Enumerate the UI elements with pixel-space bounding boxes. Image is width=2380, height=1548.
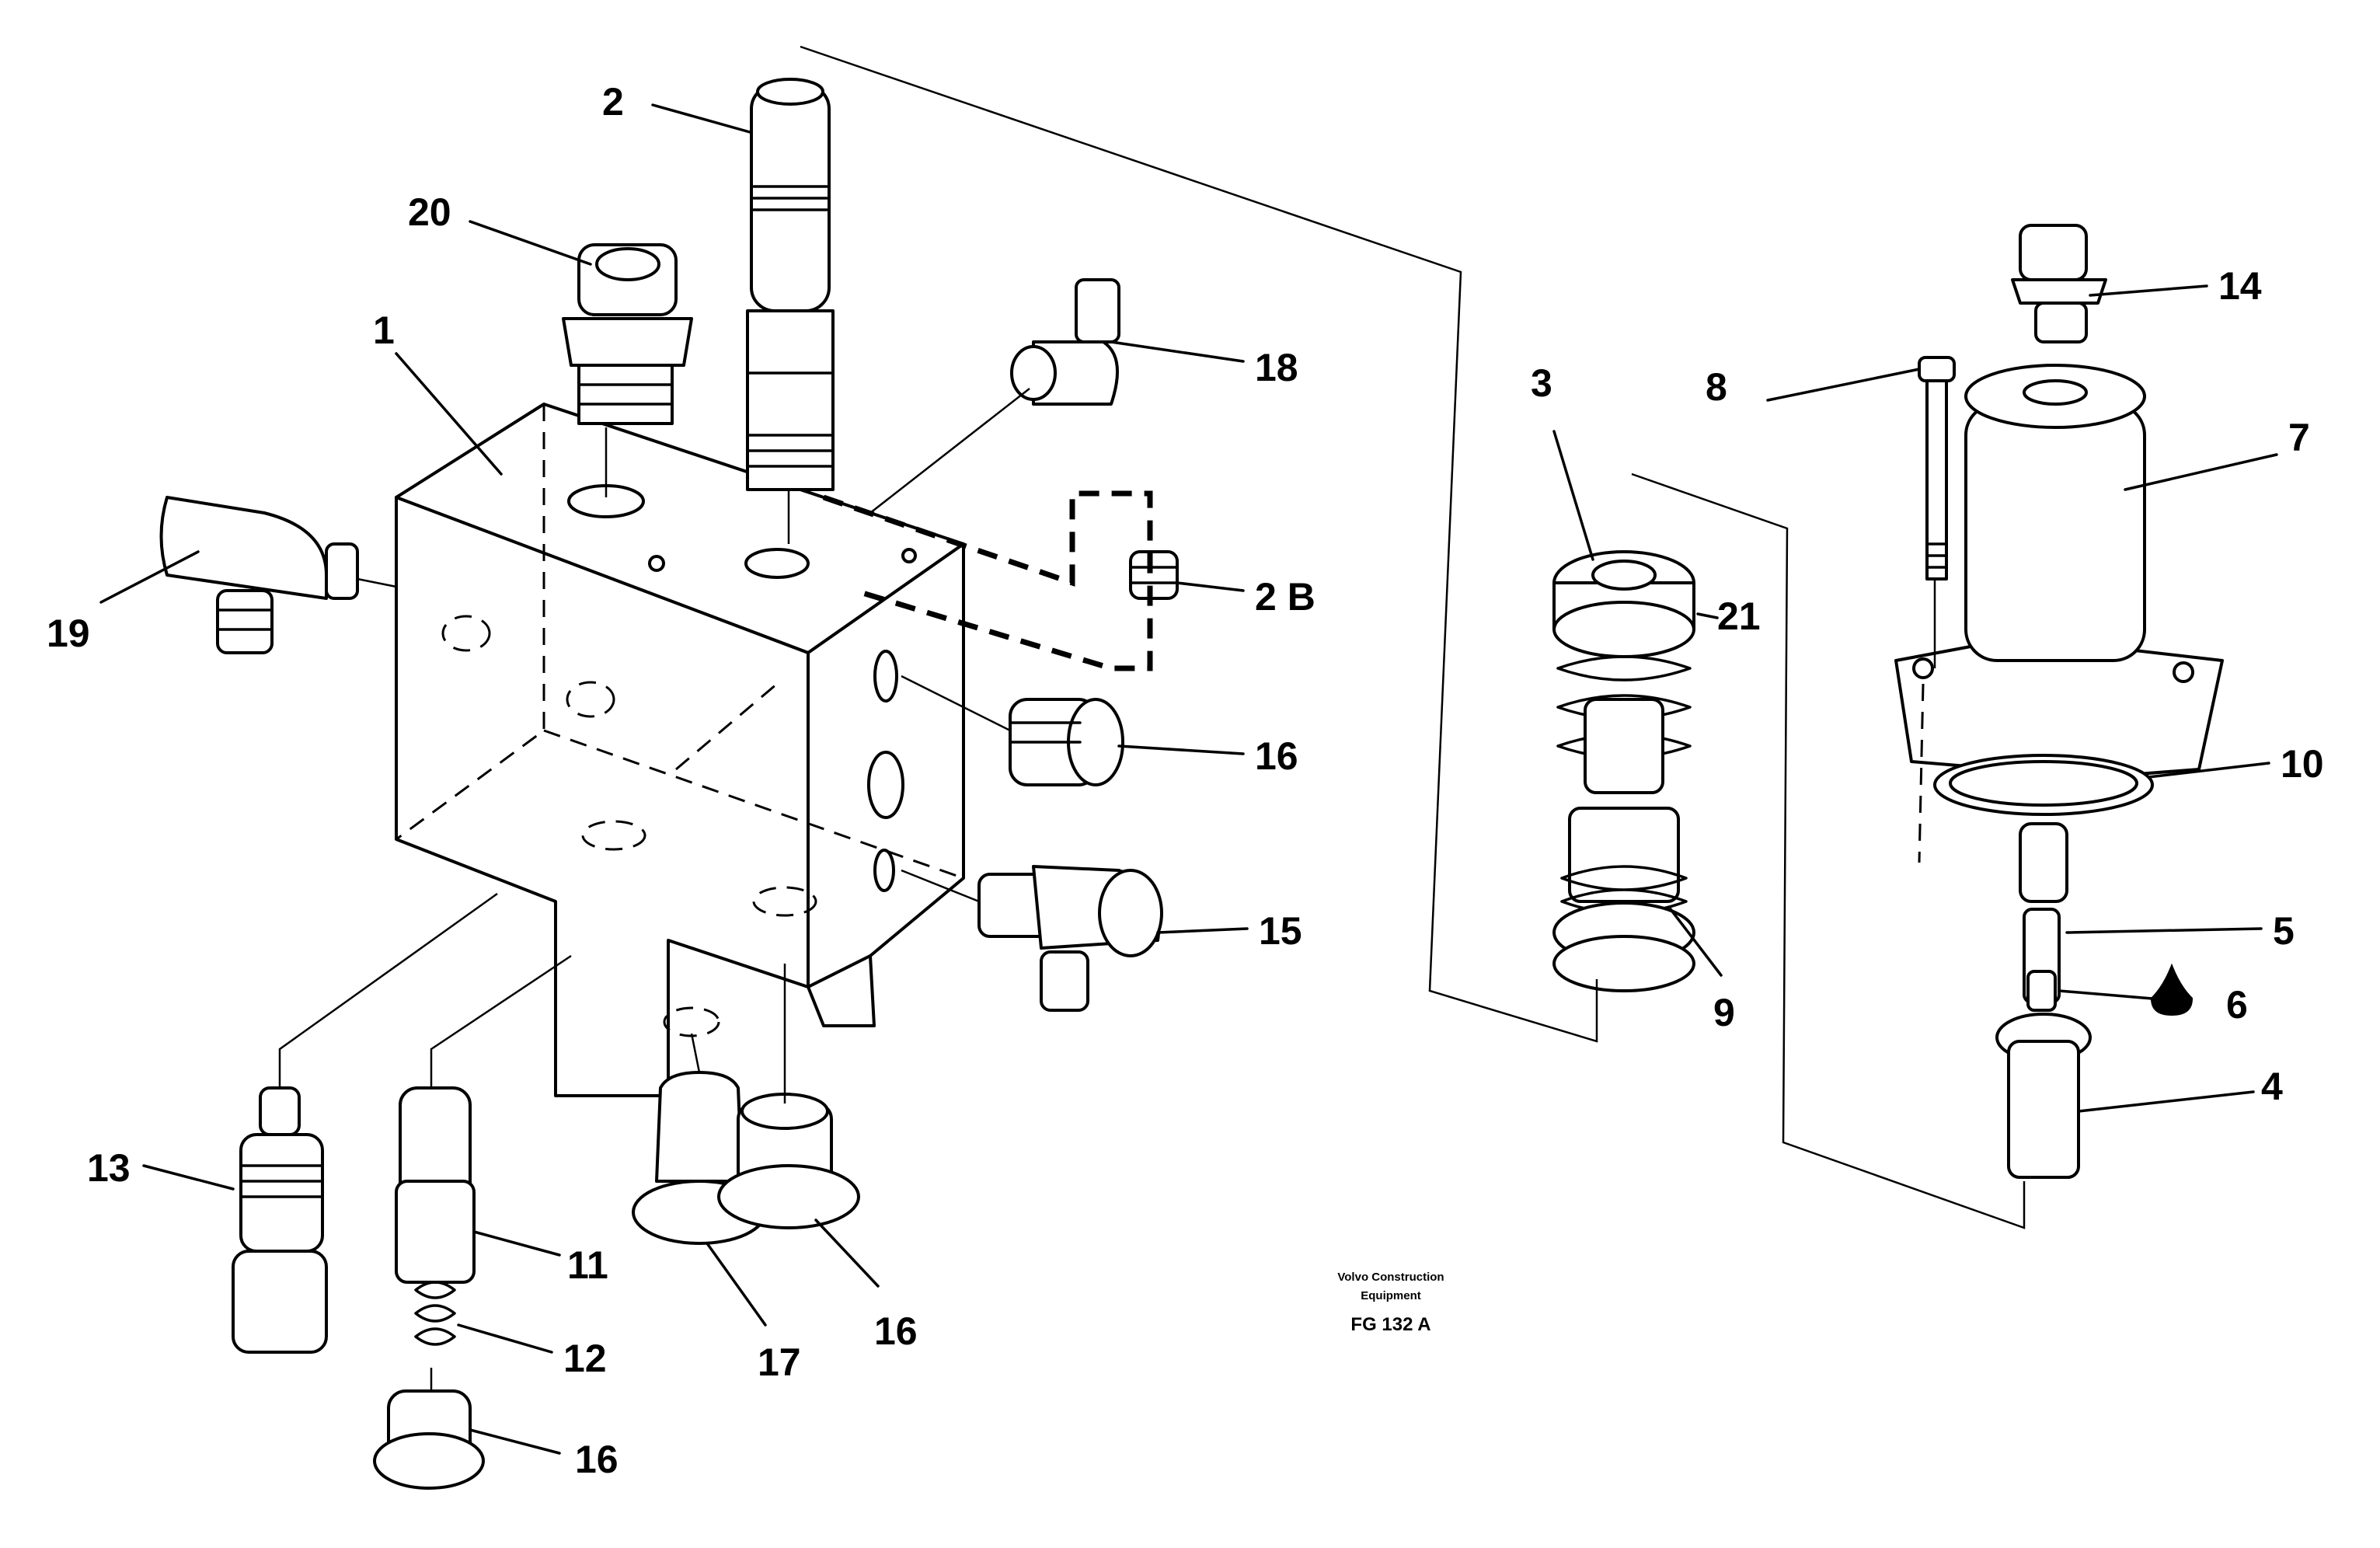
plug-part-14	[2011, 224, 2107, 343]
label-13: 13	[87, 1146, 131, 1190]
cartridge-part-2	[746, 78, 835, 491]
label-6: 6	[2226, 983, 2248, 1027]
cartridge-part-13	[232, 1086, 328, 1354]
spring-part-9	[1552, 865, 1695, 992]
pin-part-6	[2026, 970, 2057, 1012]
label-12: 12	[563, 1337, 607, 1380]
label-2b: 2 B	[1255, 575, 1315, 619]
housing-part-7	[1894, 364, 2224, 779]
label-10: 10	[2281, 742, 2324, 786]
plug-part-16-bottom-center	[717, 1093, 860, 1229]
label-16-right: 16	[1255, 734, 1298, 778]
label-18: 18	[1255, 346, 1298, 389]
sleeve-part-4	[1995, 1013, 2092, 1179]
label-17: 17	[758, 1341, 801, 1384]
plug-part-2b	[1129, 550, 1179, 600]
valve-block-part-1	[395, 403, 965, 1097]
label-16-bottom-left: 16	[575, 1438, 619, 1481]
elbow-fitting-part-19	[159, 496, 359, 654]
label-1: 1	[373, 309, 395, 352]
elbow-fitting-part-15	[977, 865, 1163, 1012]
label-16-bottom-center: 16	[874, 1309, 918, 1353]
oring-part-10	[1933, 754, 2154, 816]
label-20: 20	[408, 190, 451, 234]
plug-part-16-bottom-left	[373, 1389, 485, 1490]
connection-lines	[278, 45, 2026, 1391]
fitting-part-20	[562, 243, 693, 425]
label-2: 2	[602, 80, 624, 124]
cartridge-part-11	[395, 1086, 476, 1284]
spring-part-12	[414, 1281, 456, 1346]
label-11: 11	[567, 1243, 608, 1287]
spool-assembly-part-3	[1552, 550, 1695, 658]
figure-code: FG 132 A	[1350, 1314, 1430, 1335]
label-21: 21	[1717, 594, 1761, 638]
oil-drop-icon	[2150, 963, 2194, 1016]
label-7: 7	[2288, 416, 2310, 459]
label-15: 15	[1259, 909, 1302, 953]
bolt-part-8	[1918, 356, 1956, 580]
label-14: 14	[2218, 264, 2262, 308]
label-4: 4	[2261, 1065, 2283, 1108]
leader-lines	[99, 103, 2278, 1455]
spring-part-21	[1556, 655, 1692, 903]
label-9: 9	[1713, 991, 1735, 1034]
credit-company: Volvo Construction	[1337, 1271, 1444, 1284]
label-3: 3	[1531, 361, 1552, 405]
plug-part-16-right	[1009, 698, 1124, 786]
elbow-fitting-part-18	[1010, 278, 1120, 406]
part-labels: 2 20 1 19 18 2 B 16 15 13 11 12 16 17 16…	[47, 80, 2324, 1481]
credit-subtitle: Equipment	[1361, 1289, 1421, 1302]
label-5: 5	[2273, 909, 2295, 953]
label-8: 8	[1706, 365, 1727, 409]
credit-block: Volvo Construction Equipment FG 132 A	[1337, 1271, 1444, 1335]
label-19: 19	[47, 612, 90, 655]
